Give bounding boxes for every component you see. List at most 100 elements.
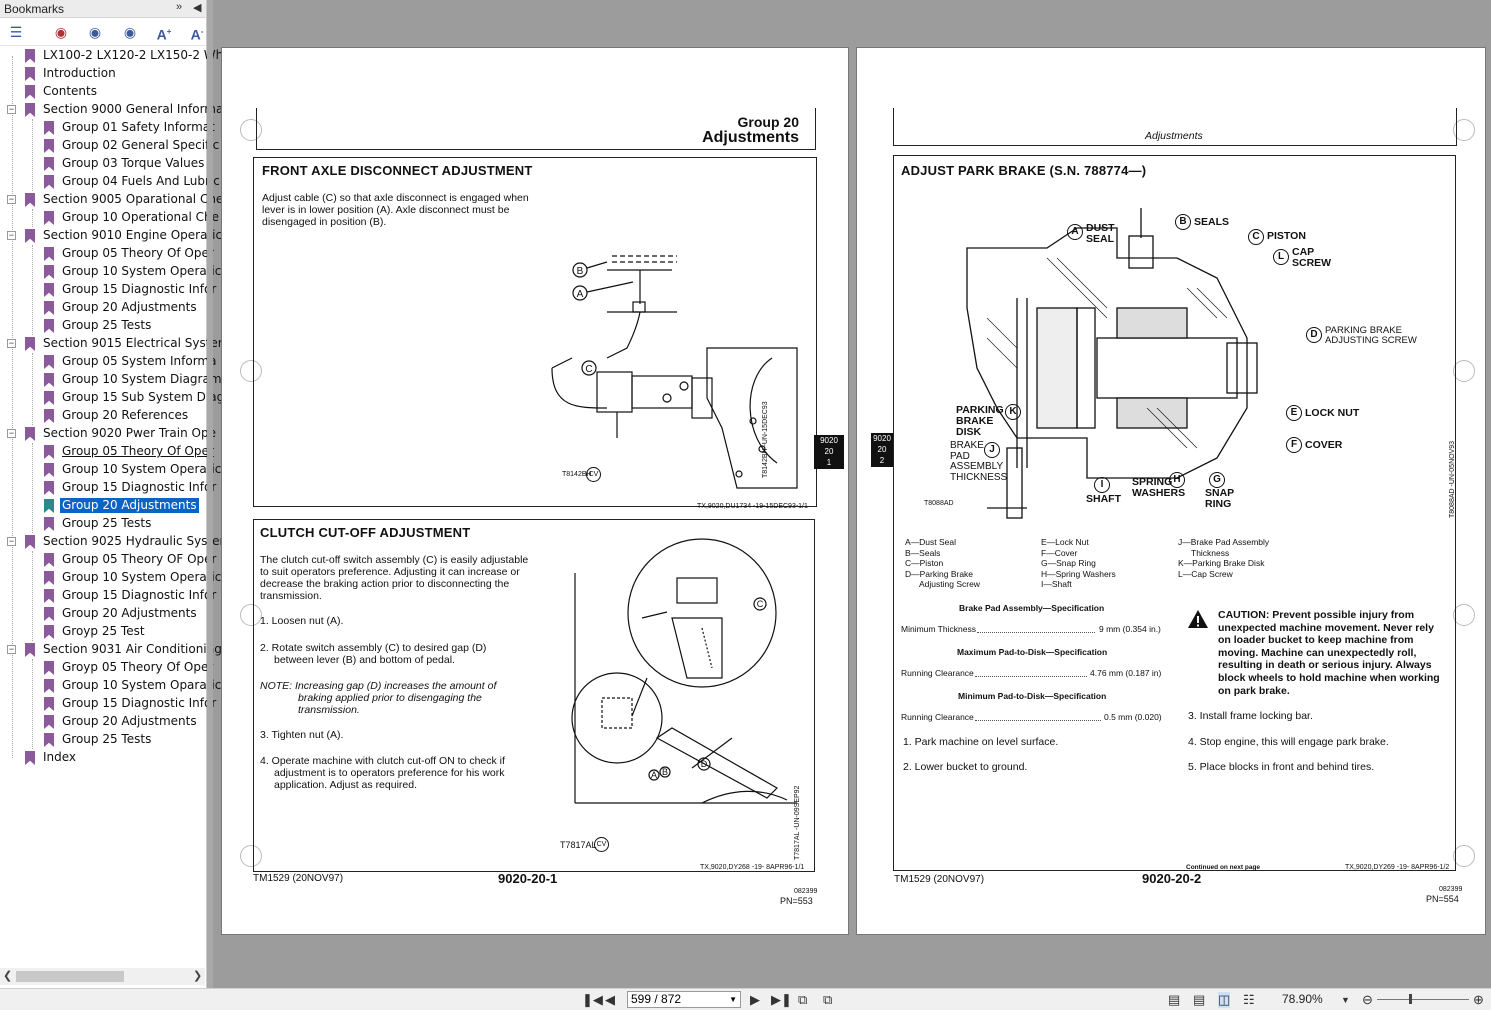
bookmark-item[interactable]: Groyp 05 Theory Of Oper xyxy=(0,659,213,677)
bookmark-icon xyxy=(44,355,54,369)
bookmark-item[interactable]: Group 05 Theory OF Oper xyxy=(0,551,216,569)
bookmark-item[interactable]: Group 05 System Informa xyxy=(0,353,216,371)
bookmark-item[interactable]: Group 04 Fuels And Lubric xyxy=(0,173,220,191)
bookmark-item[interactable]: Group 10 System Operatic xyxy=(0,263,221,281)
zoom-level[interactable]: 78.90% xyxy=(1282,992,1323,1006)
collapse-panel-icon[interactable]: ◀ xyxy=(193,2,202,14)
continuous-page-icon[interactable]: ▤ xyxy=(1193,992,1206,1007)
collapse-toggle-icon[interactable]: − xyxy=(7,194,16,204)
zoom-slider[interactable] xyxy=(1377,994,1469,1004)
last-page-icon[interactable]: ▶❚ xyxy=(771,992,792,1007)
bookmark-icon xyxy=(25,49,35,63)
bookmark-item[interactable]: Group 10 System Diagram xyxy=(0,371,222,389)
increase-font-icon[interactable]: A+ xyxy=(156,26,172,43)
previous-view-icon[interactable]: ⧉ xyxy=(798,992,808,1007)
bookmark-item[interactable]: Index xyxy=(0,749,205,767)
binder-hole xyxy=(1453,119,1475,141)
zoom-out-icon[interactable]: ⊖ xyxy=(1362,992,1373,1007)
spec-title: Minimum Pad-to-Disk—Specification xyxy=(958,691,1107,701)
bookmark-section[interactable]: −Section 9025 Hydraulic Syster xyxy=(7,534,225,549)
bookmark-section[interactable]: −Section 9031 Air Conditioning xyxy=(7,642,222,657)
bookmark-icon xyxy=(44,409,54,423)
bookmark-item[interactable]: Group 20 Adjustments xyxy=(0,299,205,317)
bookmark-item[interactable]: Group 20 Adjustments xyxy=(0,605,205,623)
continuous-facing-icon[interactable]: ☷ xyxy=(1243,992,1255,1007)
bookmark-item[interactable]: Group 25 Tests xyxy=(0,317,205,335)
callout-g: G xyxy=(1209,472,1225,488)
bookmark-item[interactable]: Group 10 Operational Che xyxy=(0,209,219,227)
bookmark-section[interactable]: −Section 9000 General Informa xyxy=(7,102,224,117)
add-bookmark-icon[interactable]: ◉ xyxy=(88,24,102,40)
callout-l: L xyxy=(1273,249,1289,265)
find-bookmark-icon[interactable]: ◉ xyxy=(123,24,137,40)
bookmark-item[interactable]: Group 03 Torque Values xyxy=(0,155,205,173)
scrollbar-thumb[interactable] xyxy=(16,971,124,982)
spec-label: Minimum Thickness xyxy=(901,624,976,634)
bookmark-item[interactable]: Group 05 Theory Of Oper xyxy=(0,443,214,461)
bookmark-item[interactable]: Group 01 Safety Informat xyxy=(0,119,215,137)
bookmark-section[interactable]: −Section 9020 Pwer Train Ope xyxy=(7,426,216,441)
scroll-left-icon[interactable]: ❮ xyxy=(3,970,13,982)
bookmark-item[interactable]: Group 02 General Specific xyxy=(0,137,219,155)
facing-pages-icon[interactable]: ◫ xyxy=(1218,992,1231,1008)
binder-hole xyxy=(1453,360,1475,382)
bookmark-item-selected[interactable]: Group 20 Adjustments xyxy=(0,497,205,515)
chevron-down-icon[interactable]: ▼ xyxy=(729,995,737,1004)
bookmark-item[interactable]: Group 25 Tests xyxy=(0,515,205,533)
pn-number: PN=554 xyxy=(1426,894,1459,904)
bookmarks-panel: Bookmarks » ◀ ☰ ◉ ◉ ◉ A+ A- LX100-2 LX12… xyxy=(0,0,225,988)
bookmark-item[interactable]: LX100-2 LX120-2 LX150-2 Wh xyxy=(0,47,223,65)
bookmark-section[interactable]: −Section 9005 Oparational Che xyxy=(7,192,224,207)
bookmark-item[interactable]: Introduction xyxy=(0,65,205,83)
collapse-toggle-icon[interactable]: − xyxy=(7,644,16,654)
zoom-slider-handle[interactable] xyxy=(1409,994,1412,1004)
manual-id: TM1529 (20NOV97) xyxy=(253,873,344,884)
bookmark-item[interactable]: Group 05 Theory Of Oper xyxy=(0,245,214,263)
collapse-toggle-icon[interactable]: − xyxy=(7,104,16,114)
page-number: 9020-20-1 xyxy=(498,871,558,886)
step-text: between lever (B) and bottom of pedal. xyxy=(274,654,455,666)
single-page-icon[interactable]: ▤ xyxy=(1168,992,1181,1007)
panel-splitter[interactable] xyxy=(207,0,213,988)
expand-panel-icon[interactable]: » xyxy=(176,1,183,13)
page-number-input[interactable]: 599 / 872 ▼ xyxy=(627,991,741,1008)
bookmark-item[interactable]: Group 15 Diagnostic Infor xyxy=(0,479,216,497)
bookmark-item[interactable]: Group 15 Sub System Diag xyxy=(0,389,224,407)
bookmark-item[interactable]: Group 15 Diagnostic Infor xyxy=(0,587,216,605)
bookmark-icon xyxy=(44,607,54,621)
previous-page-icon[interactable]: ◀ xyxy=(605,992,615,1007)
scroll-right-icon[interactable]: ❯ xyxy=(193,970,203,982)
zoom-in-icon[interactable]: ⊕ xyxy=(1473,992,1484,1007)
bookmark-item[interactable]: Contents xyxy=(0,83,205,101)
zoom-dropdown-icon[interactable]: ▼ xyxy=(1341,995,1350,1005)
bookmark-icon xyxy=(44,697,54,711)
collapse-toggle-icon[interactable]: − xyxy=(7,338,16,348)
collapse-toggle-icon[interactable]: − xyxy=(7,428,16,438)
collapse-toggle-icon[interactable]: − xyxy=(7,536,16,546)
bookmark-section[interactable]: −Section 9010 Engine Operatic xyxy=(7,228,223,243)
ref-code: TX,9020,DY268 -19- 8APR96-1/1 xyxy=(700,864,805,871)
delete-bookmark-icon[interactable]: ◉ xyxy=(54,24,68,40)
bookmarks-horizontal-scrollbar[interactable]: ❮ ❯ xyxy=(0,968,205,985)
next-page-icon[interactable]: ▶ xyxy=(750,992,760,1007)
decrease-font-icon[interactable]: A- xyxy=(190,26,204,43)
bookmark-item[interactable]: Group 15 Diagnostic Infor xyxy=(0,695,216,713)
manual-id: TM1529 (20NOV97) xyxy=(894,874,985,885)
bookmark-item[interactable]: Group 10 System Operatic xyxy=(0,569,221,587)
bookmark-item[interactable]: Groyp 25 Test xyxy=(0,623,205,641)
bookmark-item[interactable]: Group 20 Adjustments xyxy=(0,713,205,731)
bookmark-item[interactable]: Group 15 Diagnostic Infor xyxy=(0,281,216,299)
bookmark-item[interactable]: Group 20 References xyxy=(0,407,205,425)
first-page-icon[interactable]: ❚◀ xyxy=(582,992,603,1007)
pn-number: PN=553 xyxy=(780,896,813,906)
continued-note: Continued on next page xyxy=(1186,864,1261,871)
next-view-icon[interactable]: ⧉ xyxy=(823,992,833,1007)
bookmark-section[interactable]: −Section 9015 Electrical Syster xyxy=(7,336,223,351)
bookmark-options-icon[interactable]: ☰ xyxy=(9,24,23,40)
bookmark-item[interactable]: Group 10 System Oparatic xyxy=(0,677,221,695)
bookmark-item[interactable]: Group 10 System Operatic xyxy=(0,461,221,479)
collapse-toggle-icon[interactable]: − xyxy=(7,230,16,240)
bookmark-item[interactable]: Group 25 Tests xyxy=(0,731,205,749)
